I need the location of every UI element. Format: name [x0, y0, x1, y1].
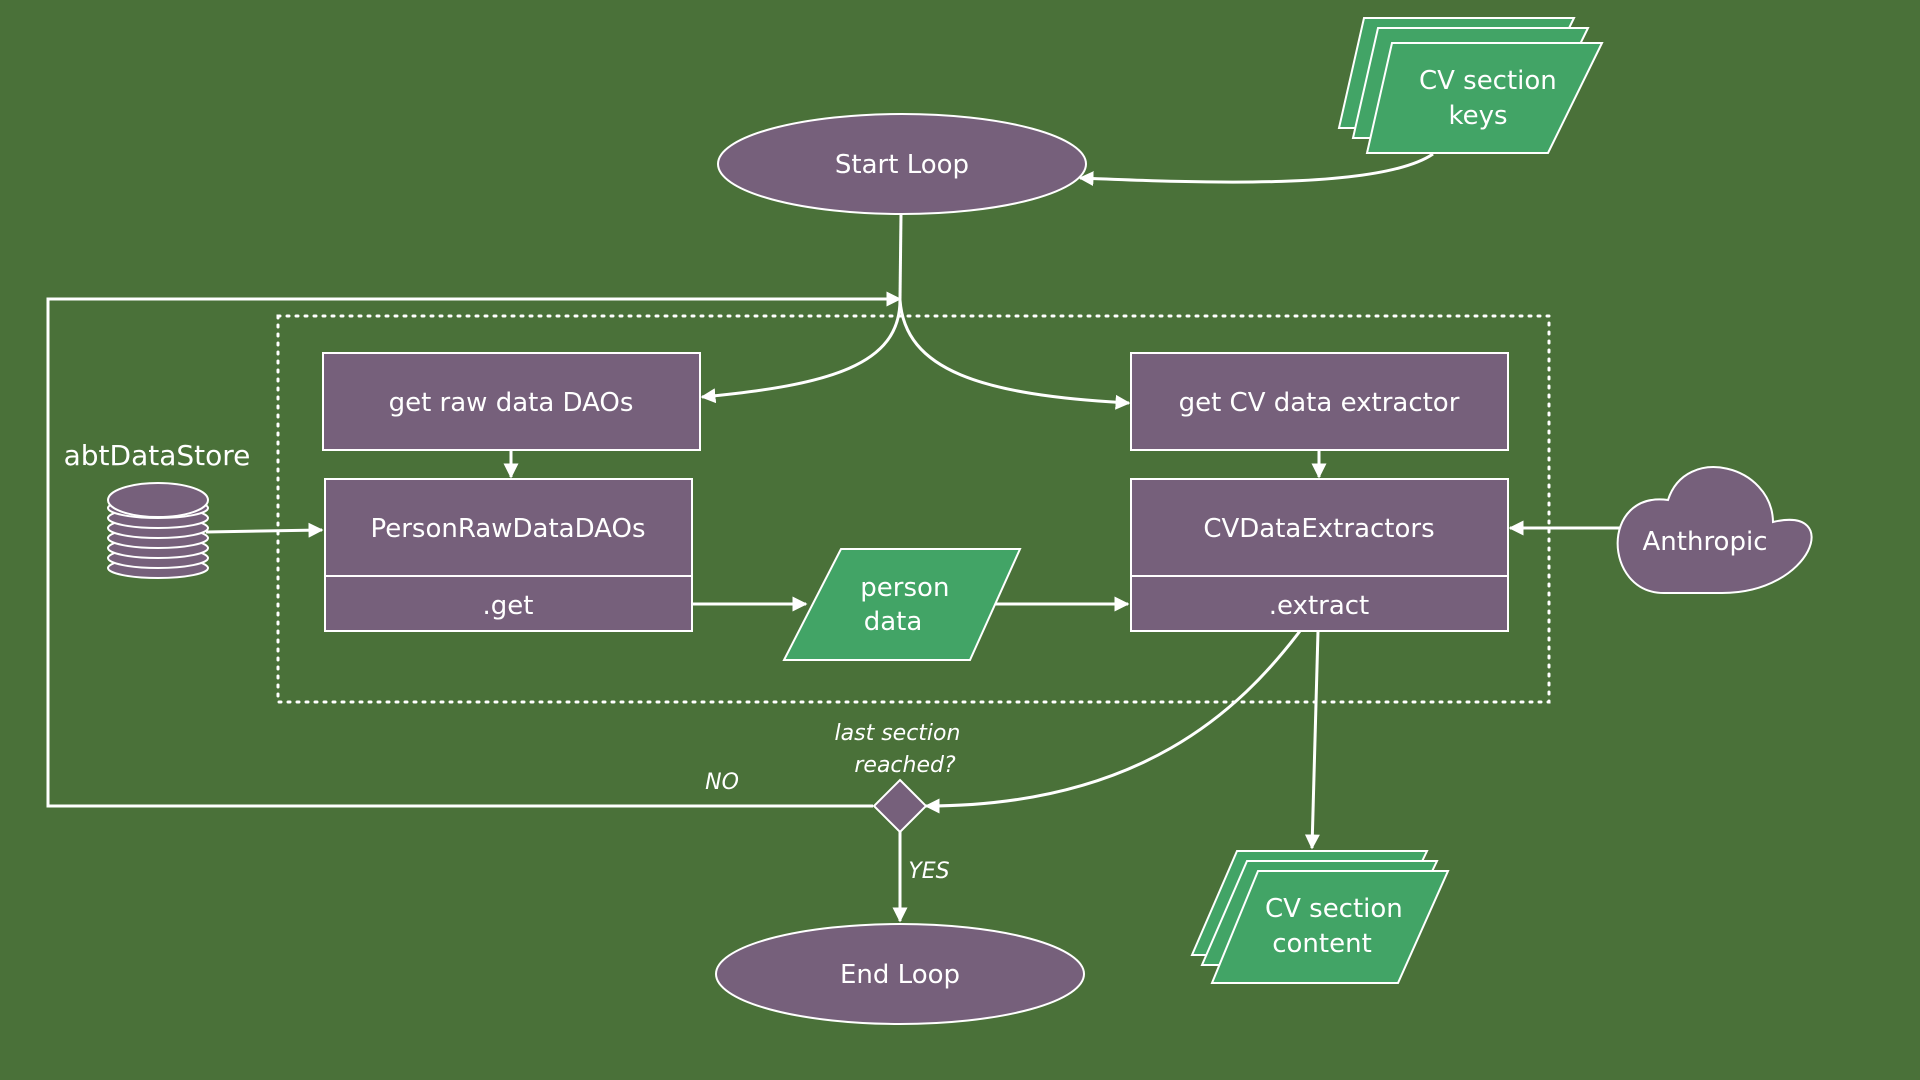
person-raw-data-daos-title: PersonRawDataDAOs: [370, 514, 645, 544]
person-raw-data-daos-node: PersonRawDataDAOs .get: [324, 478, 693, 632]
person-raw-data-daos-method: .get: [483, 591, 534, 621]
svg-text:CV section content: CV section content: [1265, 894, 1411, 959]
get-cv-data-extractor-node: get CV data extractor: [1130, 352, 1509, 451]
svg-text:CV section keys: CV section keys: [1419, 66, 1565, 131]
connector-junction-to-get-raw: [700, 299, 902, 404]
connector-extract-to-decision: [924, 630, 1302, 814]
connector-decision-no-loop: [46, 291, 902, 808]
anthropic-node: Anthropic: [1616, 466, 1813, 594]
connector-start-to-junction: [898, 213, 903, 301]
start-loop-node: Start Loop: [717, 113, 1087, 215]
anthropic-label: Anthropic: [1643, 527, 1768, 557]
person-data-line-1: person: [860, 573, 949, 603]
get-raw-data-daos-label: get raw data DAOs: [389, 388, 634, 418]
cv-data-extractors-method: .extract: [1269, 591, 1370, 621]
yes-label: YES: [908, 859, 949, 884]
svg-text:person data: person data: [860, 573, 957, 637]
connector-datastore-to-daos: [205, 522, 324, 538]
cv-data-extractors-title: CVDataExtractors: [1203, 514, 1434, 544]
svg-text:last section reached?: last section reached?: [835, 721, 968, 778]
cv-section-content-line-2: content: [1272, 929, 1372, 959]
data-store-label: abtDataStore: [64, 439, 251, 472]
decision-node: last section reached?: [835, 721, 968, 834]
end-loop-label: End Loop: [840, 960, 960, 990]
cv-section-keys-line-2: keys: [1448, 101, 1507, 131]
cv-data-extractors-node: CVDataExtractors .extract: [1130, 478, 1509, 632]
cloud-icon: [1616, 466, 1813, 594]
end-loop-node: End Loop: [715, 923, 1085, 1025]
connector-junction-to-get-cv: [898, 299, 1131, 410]
decision-question-line-2: reached?: [854, 753, 956, 778]
connector-extract-to-content: [1304, 630, 1320, 850]
cv-section-keys-node: CV section keys: [1337, 17, 1604, 154]
cv-section-content-node: CV section content: [1190, 850, 1450, 984]
decision-question-line-1: last section: [835, 721, 961, 746]
no-label: NO: [705, 770, 739, 795]
person-data-line-2: data: [864, 607, 923, 637]
get-cv-data-extractor-label: get CV data extractor: [1179, 388, 1460, 418]
person-data-node: person data: [782, 548, 1022, 661]
start-loop-label: Start Loop: [835, 150, 969, 180]
cv-section-keys-line-1: CV section: [1419, 66, 1557, 96]
database-icon: [107, 482, 209, 579]
cv-section-content-line-1: CV section: [1265, 894, 1403, 924]
get-raw-data-daos-node: get raw data DAOs: [322, 352, 701, 451]
data-store-node: abtDataStore: [64, 439, 251, 579]
connector-keys-to-start: [1078, 152, 1434, 187]
